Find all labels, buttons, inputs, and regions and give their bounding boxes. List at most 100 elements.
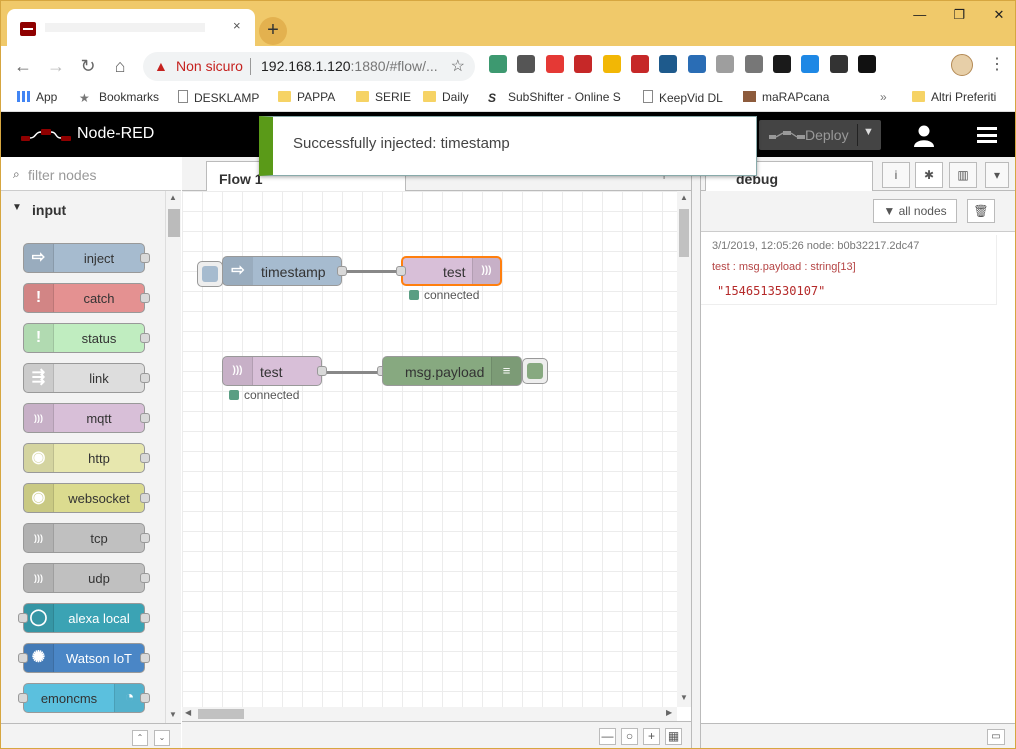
extension-icon[interactable] [574,55,593,73]
input-port[interactable] [396,266,406,276]
zoom-reset-button[interactable]: ○ [621,728,638,745]
bookmark-daily[interactable]: Daily [423,90,469,104]
bookmark-»[interactable]: » [880,90,887,104]
reload-icon[interactable]: ↻ [80,56,96,76]
bookmark-keepvid[interactable]: KeepVid DL [643,90,723,105]
bookmark-altri[interactable]: Altri Preferiti [912,90,996,104]
scroll-up-icon[interactable]: ▲ [680,193,688,202]
extension-icon[interactable] [858,55,877,73]
dashboard-chart-icon[interactable]: ▥ [949,162,977,188]
scroll-down-icon[interactable]: ▼ [169,710,177,719]
extension-icon[interactable] [801,55,820,73]
extension-icon[interactable] [489,55,507,73]
horizontal-scroll-thumb[interactable] [198,709,244,719]
bookmark-desklamp[interactable]: DESKLAMP [178,90,259,105]
extension-icon[interactable] [716,55,735,73]
popout-icon[interactable]: ▭ [987,729,1005,745]
debug-message-value[interactable]: "1546513530107" [717,284,826,298]
wire[interactable] [322,371,382,374]
clear-log-trash-icon[interactable]: 🗑 [967,199,995,223]
palette-node-emoncms[interactable]: ◔emoncms [23,683,145,713]
url-text[interactable]: 192.168.1.120:1880/#flow/... [261,58,438,74]
new-tab-button[interactable]: + [259,17,287,45]
bookmark-bookmarks[interactable]: ★Bookmarks [79,90,159,105]
extension-icon[interactable] [772,55,791,73]
palette-node-inject[interactable]: ⇨inject [23,243,145,273]
palette-node-mqtt[interactable]: )))mqtt [23,403,145,433]
canvas-vertical-scrollbar[interactable]: ▲ ▼ [677,191,691,707]
palette-node-websocket[interactable]: ◉websocket [23,483,145,513]
zoom-in-button[interactable]: + [643,728,660,745]
extension-icon[interactable] [744,55,763,73]
navigator-button[interactable]: ▦ [665,728,682,745]
scroll-down-icon[interactable]: ▼ [680,693,688,702]
extension-icon[interactable] [687,55,706,73]
timestamp-node[interactable]: ⇨ timestamp [222,256,342,286]
palette-node-alexa-local[interactable]: ◯alexa local [23,603,145,633]
bookmark-pappa[interactable]: PAPPA [278,90,335,104]
bookmark-serie[interactable]: SERIE [356,90,411,104]
mqtt-out-test-node[interactable]: test ))) [401,256,502,286]
palette-scroll-thumb[interactable] [168,209,180,237]
vertical-scroll-thumb[interactable] [679,209,689,257]
tab-close-icon[interactable]: × [233,18,241,33]
filter-nodes-input[interactable]: filter nodes [28,167,97,183]
profile-avatar[interactable] [951,54,973,76]
expand-all-button[interactable]: ⌄ [154,730,170,746]
filter-all-nodes-button[interactable]: ▼ all nodes [873,199,957,223]
mqtt-in-test-node[interactable]: ))) test [222,356,322,386]
wire[interactable] [342,270,402,273]
success-notification[interactable]: Successfully injected: timestamp [259,116,757,176]
output-port[interactable] [317,366,327,376]
scroll-up-icon[interactable]: ▲ [169,193,177,202]
inject-button[interactable] [197,261,223,287]
collapse-all-button[interactable]: ⌃ [132,730,148,746]
palette-filter[interactable]: ⌕ filter nodes [1,157,181,191]
debug-message[interactable]: 3/1/2019, 12:05:26 node: b0b32217.2dc47 … [701,235,997,305]
deploy-button[interactable]: Deploy ▼ [759,120,881,150]
palette-node-status[interactable]: !status [23,323,145,353]
home-icon[interactable]: ⌂ [114,56,126,76]
maximize-button[interactable]: ❐ [953,7,966,22]
minimize-button[interactable]: — [913,7,927,22]
browser-menu-icon[interactable]: ⋮ [989,56,1005,73]
palette-category-input[interactable]: ▼ input [1,191,164,225]
bookmark-app[interactable]: App [17,90,57,104]
main-menu-icon[interactable] [977,127,997,143]
extension-icon[interactable] [602,55,621,73]
info-tab-button[interactable]: i [882,162,910,188]
debug-msg-payload-node[interactable]: msg.payload ≡ [382,356,522,386]
back-arrow-icon[interactable]: ← [14,56,32,76]
extension-icon[interactable] [545,55,564,73]
close-window-button[interactable]: ✕ [993,7,1005,22]
sidebar-menu-caret-icon[interactable]: ▾ [985,162,1009,188]
user-icon[interactable] [911,123,937,149]
palette-node-link[interactable]: ⇶link [23,363,145,393]
palette-node-udp[interactable]: )))udp [23,563,145,593]
extension-icon[interactable] [829,55,848,73]
security-label[interactable]: Non sicuro [176,58,243,74]
palette-node-tcp[interactable]: )))tcp [23,523,145,553]
extension-icon[interactable] [517,55,536,73]
forward-arrow-icon[interactable]: → [47,56,65,76]
address-bar[interactable]: ▲ Non sicuro 192.168.1.120:1880/#flow/..… [143,52,475,81]
sidebar-splitter[interactable] [691,157,701,748]
palette-node-http[interactable]: ◉http [23,443,145,473]
bookmark-star-icon[interactable]: ☆ [450,58,465,75]
palette-node-watson-iot[interactable]: ✺Watson IoT [23,643,145,673]
output-port[interactable] [337,266,347,276]
debug-toggle-button[interactable] [522,358,548,384]
bookmark-marapcana[interactable]: maRAPcana [743,90,829,104]
canvas-horizontal-scrollbar[interactable]: ◀ ▶ [182,707,677,721]
scroll-left-icon[interactable]: ◀ [185,708,192,717]
palette-scrollbar[interactable]: ▲ ▼ [165,191,181,723]
zoom-out-button[interactable]: — [599,728,616,745]
flow-canvas[interactable]: ⇨ timestamp test ))) connected ))) test … [182,191,677,707]
extension-icon[interactable] [659,55,678,73]
browser-tab[interactable]: × [7,9,255,46]
deploy-menu-caret-icon[interactable]: ▼ [863,126,874,138]
scroll-right-icon[interactable]: ▶ [666,708,673,717]
extension-icon[interactable] [630,55,649,73]
debug-bug-icon[interactable]: ✱ [915,162,943,188]
